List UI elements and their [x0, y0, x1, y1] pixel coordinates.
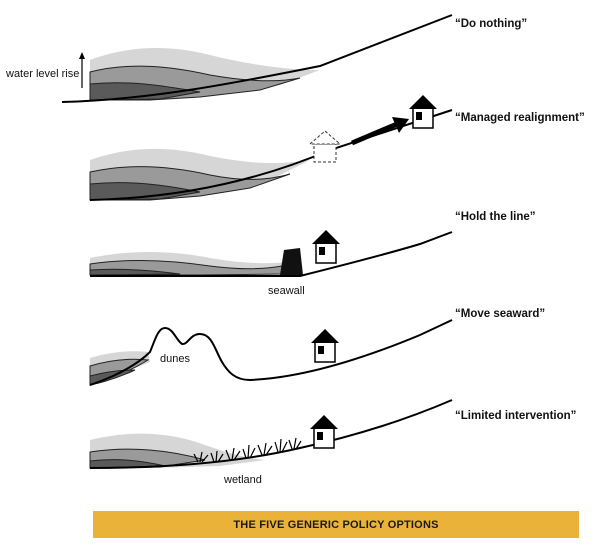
panel-move-seaward: dunes “Move seaward” [90, 308, 545, 385]
house-icon [409, 95, 437, 128]
house-icon [311, 329, 339, 362]
house-icon [310, 415, 338, 448]
option-label-limited-intervention: “Limited intervention” [455, 410, 576, 422]
panel-hold-the-line: seawall “Hold the line” [90, 211, 536, 297]
arrow-up-icon [79, 52, 85, 59]
option-label-hold-the-line: “Hold the line” [455, 211, 536, 223]
panel-limited-intervention: wetland “Limited intervention” [90, 400, 576, 486]
option-label-managed-realignment: “Managed realignment” [455, 112, 585, 124]
footer-banner: THE FIVE GENERIC POLICY OPTIONS [93, 511, 579, 538]
water-level-label: water level rise [5, 68, 79, 80]
house-icon [312, 230, 340, 263]
former-house-outline-icon [310, 131, 340, 162]
footer-title: THE FIVE GENERIC POLICY OPTIONS [233, 519, 438, 531]
panel-do-nothing: water level rise “Do nothing” [5, 15, 527, 102]
option-label-move-seaward: “Move seaward” [455, 308, 545, 320]
wetland-label: wetland [223, 474, 262, 486]
option-label-do-nothing: “Do nothing” [455, 18, 527, 30]
seawall-label: seawall [268, 285, 305, 297]
seawall-icon [280, 248, 303, 275]
relocation-arrow-icon [352, 117, 409, 143]
panel-managed-realignment: “Managed realignment” [90, 95, 585, 200]
dunes-label: dunes [160, 353, 190, 365]
